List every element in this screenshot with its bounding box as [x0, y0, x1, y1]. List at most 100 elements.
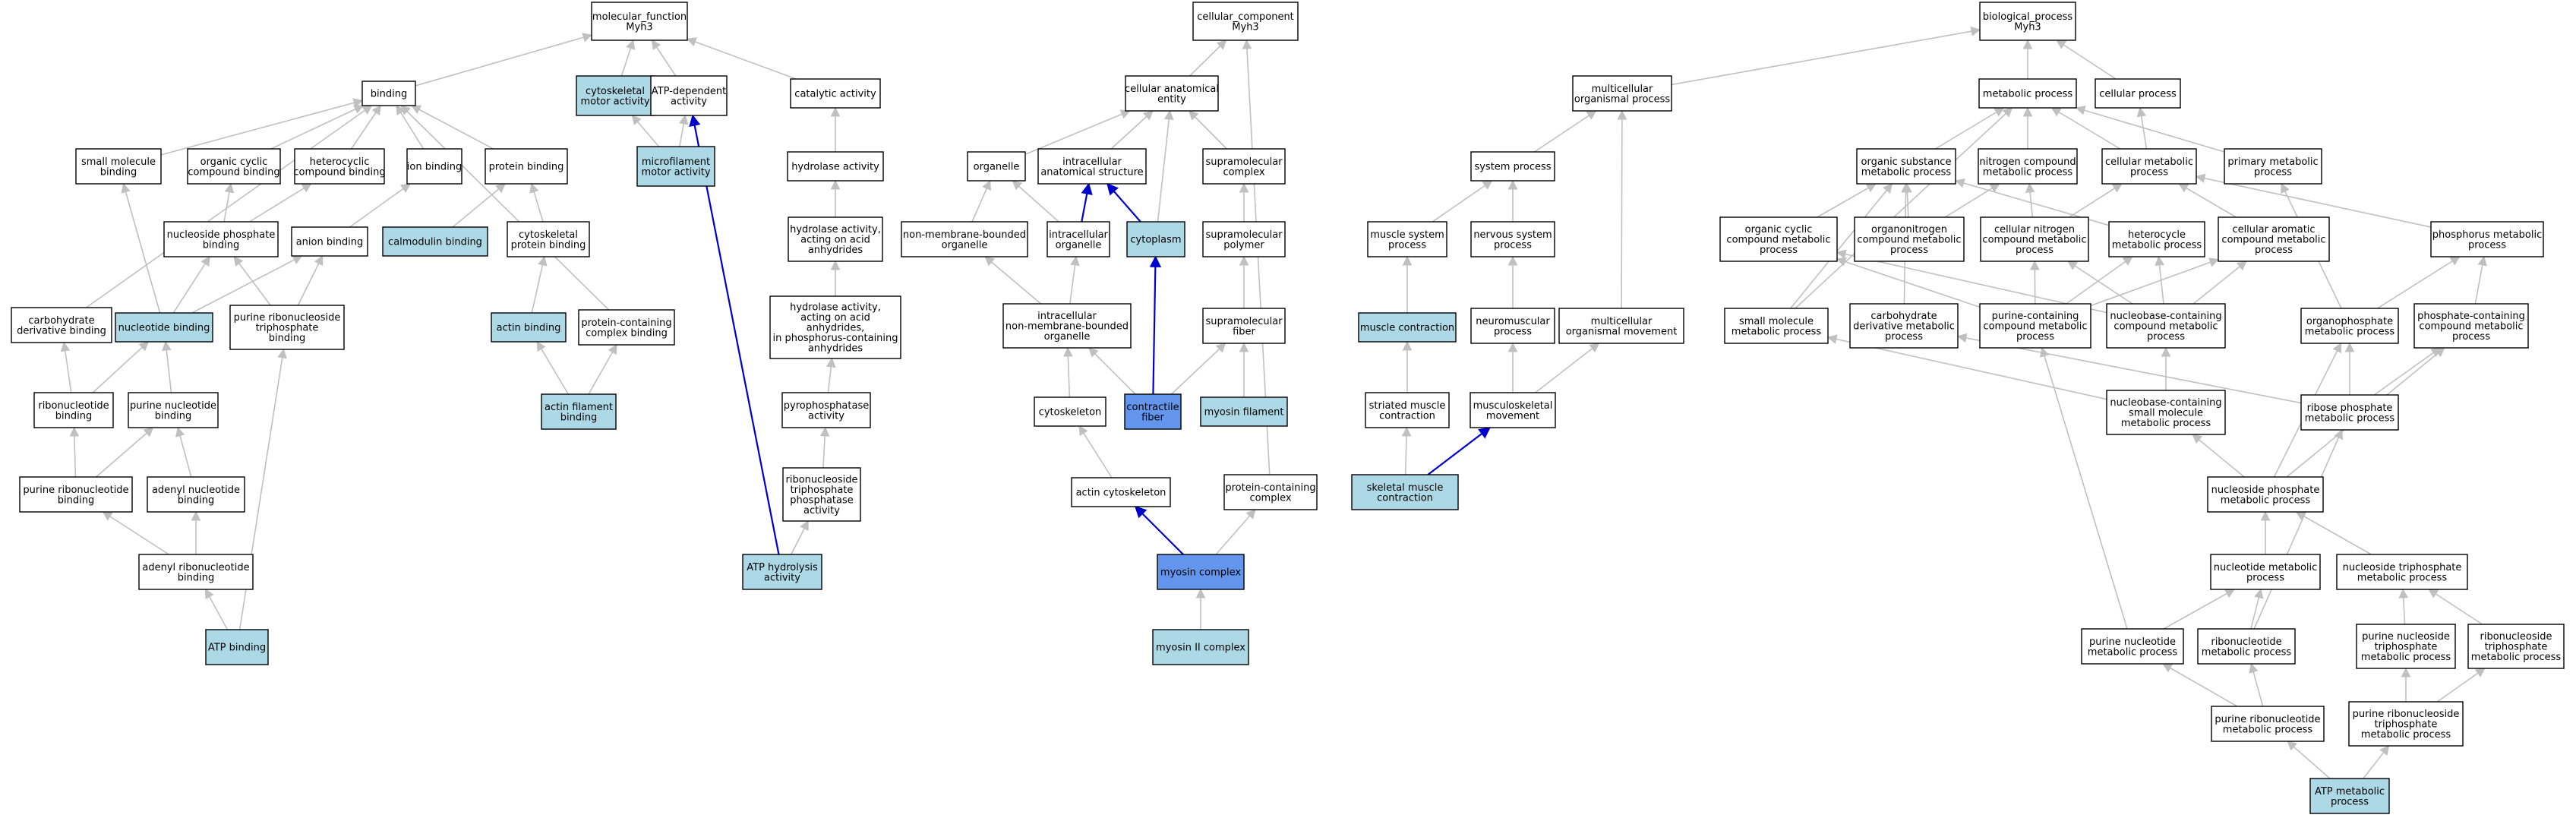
node-protein_b[interactable]: protein binding [485, 148, 568, 185]
node-myosin2[interactable]: myosin II complex [1152, 629, 1249, 665]
node-ribonuc_tri_phos[interactable]: ribonucleosidetriphosphatephosphataseact… [782, 467, 861, 522]
node-binding[interactable]: binding [361, 81, 416, 106]
node-metabolic[interactable]: metabolic process [1978, 78, 2077, 109]
node-catalytic[interactable]: catalytic activity [790, 78, 881, 109]
edge-pur_ribonuc_b-to-ribonuc_b [69, 426, 80, 478]
node-ion_b[interactable]: ion binding [406, 148, 462, 185]
node-cytoskeleton[interactable]: cytoskeleton [1034, 396, 1106, 427]
node-atp_b[interactable]: ATP binding [205, 629, 269, 665]
node-anion_b[interactable]: anion binding [291, 226, 368, 257]
node-label-line: system process [1474, 162, 1551, 173]
edge-pur_ribonuc_tri_b-to-anion_b [297, 254, 324, 306]
node-label-line: ribonucleotide [2211, 636, 2281, 648]
node-box [19, 476, 133, 513]
node-hydro_anh[interactable]: hydrolase activity,acting on acidanhydri… [788, 216, 883, 262]
node-muscle_contr[interactable]: muscle contraction [1358, 312, 1457, 343]
node-hydrolase[interactable]: hydrolase activity [787, 151, 884, 182]
node-myosin_complex[interactable]: myosin complex [1157, 554, 1245, 590]
node-calmodulin[interactable]: calmodulin binding [382, 226, 488, 257]
node-system[interactable]: system process [1470, 151, 1555, 182]
node-nucleotide_b[interactable]: nucleotide binding [115, 312, 213, 343]
node-hydro_p_anh[interactable]: hydrolase activity,acting on acidanhydri… [769, 295, 901, 359]
edge-nucbase_cont-to-cell_nitrogen [2066, 261, 2133, 305]
node-actin_b[interactable]: actin binding [491, 312, 567, 343]
node-cellular[interactable]: cellular process [2095, 78, 2181, 109]
node-label-line: nitrogen compound [1979, 156, 2076, 168]
node-pur_ribonuc_tri_meta[interactable]: purine ribonucleosidetriphosphatemetabol… [2348, 701, 2464, 747]
node-intra_nmb[interactable]: intracellularnon-membrane-boundedorganel… [1002, 303, 1132, 349]
node-myosin_fil[interactable]: myosin filament [1200, 396, 1288, 427]
node-label-line: myosin II complex [1156, 643, 1245, 654]
node-actin_cyto[interactable]: actin cytoskeleton [1071, 477, 1171, 507]
node-organelle[interactable]: organelle [967, 151, 1026, 182]
node-cytoplasm[interactable]: cytoplasm [1126, 221, 1185, 257]
